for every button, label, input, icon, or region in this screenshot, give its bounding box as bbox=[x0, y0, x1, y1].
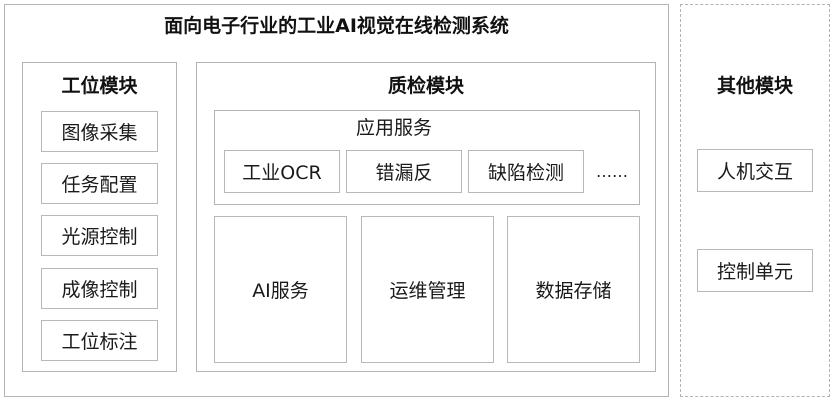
station-module-heading: 工位模块 bbox=[61, 75, 138, 97]
other-module bbox=[680, 4, 830, 397]
service-ops-management[interactable]: 运维管理 bbox=[361, 216, 494, 363]
service-data-storage[interactable]: 数据存储 bbox=[507, 216, 640, 363]
system-title: 面向电子行业的工业AI视觉在线检测系统 bbox=[164, 15, 509, 37]
qc-module-heading: 质检模块 bbox=[387, 75, 464, 97]
station-item-image-capture[interactable]: 图像采集 bbox=[41, 111, 158, 152]
station-item-task-config[interactable]: 任务配置 bbox=[41, 163, 158, 204]
station-item-imaging-control[interactable]: 成像控制 bbox=[41, 268, 158, 309]
app-service-industrial-ocr[interactable]: 工业OCR bbox=[224, 150, 340, 193]
station-item-light-control[interactable]: 光源控制 bbox=[41, 215, 158, 256]
station-item-station-annotation[interactable]: 工位标注 bbox=[41, 320, 158, 361]
service-ai[interactable]: AI服务 bbox=[214, 216, 347, 363]
app-service-defect-detection[interactable]: 缺陷检测 bbox=[468, 150, 584, 193]
other-item-control-unit[interactable]: 控制单元 bbox=[697, 249, 813, 292]
app-service-label: 应用服务 bbox=[355, 117, 432, 139]
app-service-error-leak-reverse[interactable]: 错漏反 bbox=[346, 150, 462, 193]
other-module-heading: 其他模块 bbox=[716, 75, 793, 97]
app-service-more-ellipsis: …… bbox=[596, 162, 628, 181]
other-item-hci[interactable]: 人机交互 bbox=[697, 149, 813, 192]
